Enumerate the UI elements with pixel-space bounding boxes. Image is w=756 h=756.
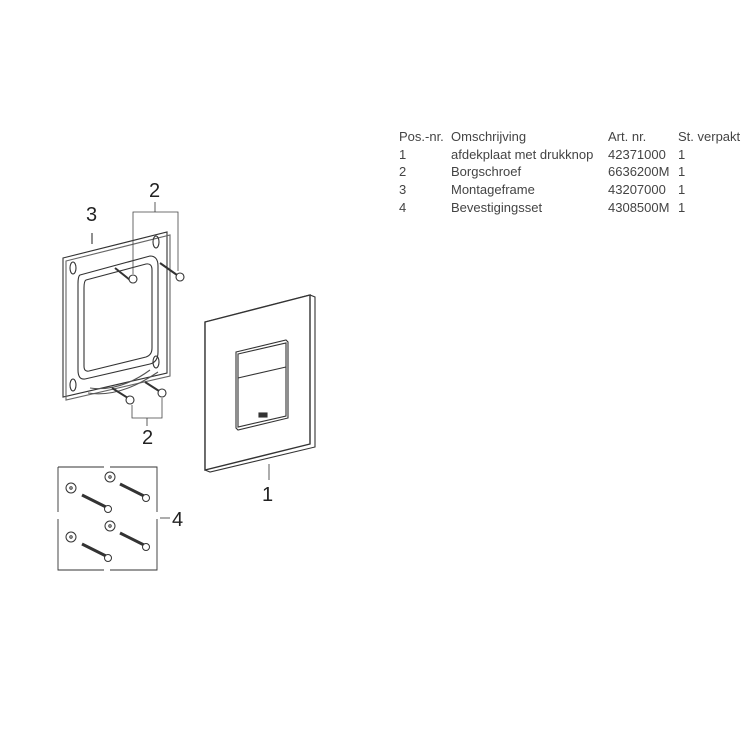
cell-art-nr: 4308500M: [608, 199, 670, 215]
cell-pos: 1: [399, 146, 407, 162]
top-screws: [114, 202, 185, 284]
cell-pos: 3: [399, 182, 407, 198]
cell-description: Bevestigingsset: [451, 199, 543, 215]
header-description: Omschrijving: [451, 129, 527, 145]
cell-description: Montageframe: [451, 182, 535, 198]
mounting-frame: [62, 231, 171, 401]
table-row: 3 Montageframe 43207000 1: [399, 181, 743, 199]
callout-screws-bottom: 2: [142, 427, 154, 449]
cell-art-nr: 6636200M: [608, 164, 670, 180]
header-pos-nr: Pos.-nr.: [399, 129, 444, 145]
table-row: 4 Bevestigingsset 4308500M 1: [399, 198, 743, 216]
parts-table: Pos.-nr. Omschrijving Art. nr. St. verpa…: [399, 128, 743, 216]
callout-plate: 1: [262, 484, 274, 506]
cell-qty: 1: [678, 199, 686, 215]
header-qty: St. verpakt: [678, 129, 741, 145]
callout-frame: 3: [86, 204, 98, 226]
table-header-row: Pos.-nr. Omschrijving Art. nr. St. verpa…: [399, 128, 743, 146]
table-row: 1 afdekplaat met drukknop 42371000 1: [399, 146, 743, 164]
callout-fixing-set: 4: [172, 509, 184, 531]
cell-qty: 1: [678, 182, 686, 198]
cell-description: afdekplaat met drukknop: [451, 146, 594, 162]
header-art-nr: Art. nr.: [608, 129, 647, 145]
cell-pos: 4: [399, 199, 407, 215]
callout-screws-top: 2: [149, 180, 161, 202]
fixing-set: [57, 466, 170, 571]
cell-description: Borgschroef: [451, 164, 522, 180]
cell-qty: 1: [678, 164, 686, 180]
table-row: 2 Borgschroef 6636200M 1: [399, 163, 743, 181]
cell-qty: 1: [678, 146, 686, 162]
bottom-screws: [111, 381, 167, 426]
cell-pos: 2: [399, 164, 407, 180]
cover-plate: [204, 294, 316, 480]
cell-art-nr: 43207000: [608, 182, 666, 198]
cell-art-nr: 42371000: [608, 146, 666, 162]
